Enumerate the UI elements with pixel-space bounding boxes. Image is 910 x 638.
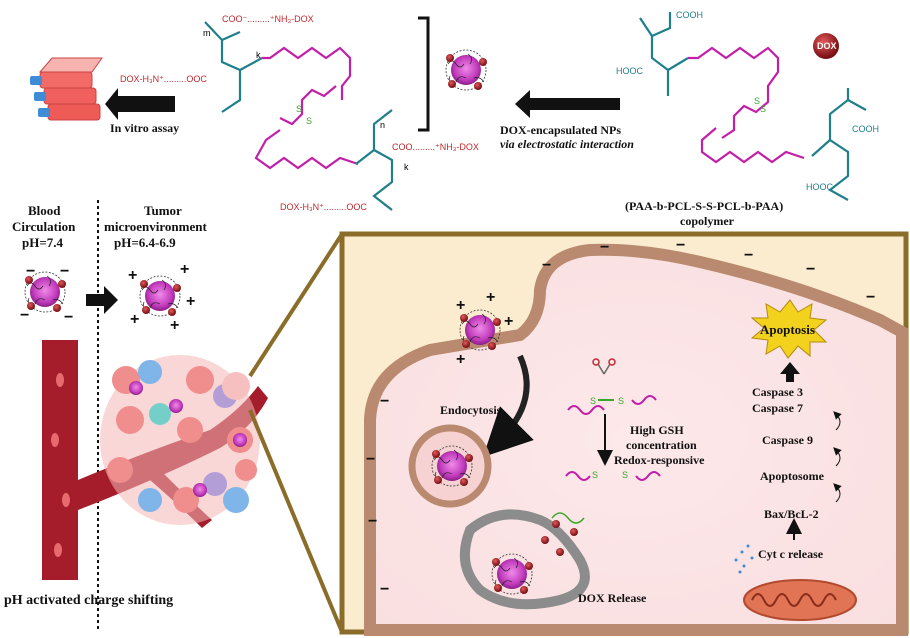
released-dox [556,548,564,556]
membrane-charge: − [676,237,685,254]
blood-label-1: Blood [28,203,61,218]
arrow-encapsulation [515,90,620,118]
cyt-c-particles [734,544,754,574]
coo-nh3-dox-1: COO⁻.........⁺NH₃-DOX [222,14,314,24]
tumor-label-1: Tumor [144,203,182,218]
hooc-label-1: HOOC [616,66,644,76]
dox-h3n-1: DOX-H₃N⁺.........OOC [120,74,207,84]
copolymer-label-1: (PAA-b-PCL-S-S-PCL-b-PAA) [625,199,783,213]
membrane-charge: − [380,393,389,410]
ph-shift-label: pH activated charge shifting [4,593,173,608]
released-dox [570,528,578,536]
dox-encap-label-1: DOX-encapsulated NPs [500,123,621,137]
dox-encap-label-2: via electrostatic interaction [500,137,634,151]
copolymer-label-2: copolymer [680,214,735,228]
charge-minus: − [26,263,35,280]
released-dox [541,536,549,544]
charge-plus: + [186,293,195,310]
arrow-charge-shift [86,286,118,314]
membrane-charge: − [542,257,551,274]
dox-ball-icon [813,33,839,59]
micelle-top-icon [445,49,488,91]
tumor-label-3: pH=6.4-6.9 [114,235,176,250]
tumor-label-2: microenvironment [104,219,207,234]
arrow-to-in-vitro [105,88,175,120]
apoptosis-label: Apoptosis [760,322,815,337]
caspase9-label: Caspase 9 [762,433,813,447]
membrane-charge: − [366,451,375,468]
gsh-label-2: concentration [626,438,697,452]
membrane-charge: − [744,247,753,264]
gsh-label-3: Redox-responsive [614,453,705,467]
caspase3-label: Caspase 3 [752,385,803,399]
svg-text:S: S [618,396,624,406]
micelle-tumor-icon [139,275,182,317]
dox-ball-label: DOX [817,41,837,51]
endocytosis-label: Endocytosis [440,403,502,417]
disulfide-cleavage: S S S S [565,358,661,481]
apoptosis-burst-icon [750,299,828,359]
charge-minus: − [64,309,73,326]
charge-minus: − [20,307,29,324]
subscript-n: n [380,120,385,130]
svg-text:S: S [592,470,598,480]
curved-arrow [833,483,842,503]
disulfide-s-1: S [296,104,302,114]
membrane-charge: − [380,581,389,598]
disulfide-s-3: S [754,96,760,106]
disulfide-s-4: S [760,104,766,114]
loaded-copolymer-structure [204,21,394,211]
subscript-k-1: k [256,50,261,60]
mitochondrion-icon [743,579,857,621]
charge-plus: + [130,311,139,328]
charge-plus: + [456,297,465,314]
membrane-charge: − [368,513,377,530]
svg-text:S: S [622,470,628,480]
membrane-charge: − [600,239,609,256]
charge-plus: + [128,267,137,284]
svg-text:S: S [590,396,596,406]
cooh-label-2: COOH [852,124,879,134]
apoptosome-label: Apoptosome [760,469,825,483]
cytc-label: Cyt c release [758,547,824,561]
membrane-charge: − [806,261,815,278]
released-dox [552,520,560,528]
hooc-label-2: HOOC [806,182,834,192]
zoom-connector-top [248,232,344,378]
charge-plus: + [486,289,495,306]
bracket [418,16,430,132]
curved-arrow [833,411,842,431]
dox-release-label: DOX Release [578,591,647,605]
disulfide-s-2: S [306,116,312,126]
blood-label-3: pH=7.4 [22,235,63,250]
charge-plus: + [456,351,465,368]
coo-nh3-dox-2: COO.........⁺NH₃-DOX [392,142,479,152]
membrane-charge: − [866,289,875,306]
blood-label-2: Circulation [12,219,76,234]
gsh-label-1: High GSH [630,423,684,437]
charge-minus: − [60,263,69,280]
curved-arrow [833,447,842,467]
charge-plus: + [180,261,189,278]
arrow-up-apoptosis [780,362,800,382]
charge-plus: + [170,317,179,334]
endocytosis-arrow [483,354,534,457]
subscript-m: m [203,28,211,38]
release-vesicle [459,509,590,610]
cell-culture-flask-icon [30,57,103,121]
in-vitro-label: In vitro assay [110,121,179,135]
bax-label: Bax/BcL-2 [764,507,819,521]
subscript-k-2: k [404,162,409,172]
free-copolymer-structure [639,12,867,201]
cooh-label-1: COOH [676,10,703,20]
dox-h3n-2: DOX-H₃N⁺.........OOC [280,202,367,212]
tumor-tissue [100,355,260,525]
caspase7-label: Caspase 7 [752,401,803,415]
charge-plus: + [504,313,513,330]
zoom-connector-bottom [248,409,344,633]
